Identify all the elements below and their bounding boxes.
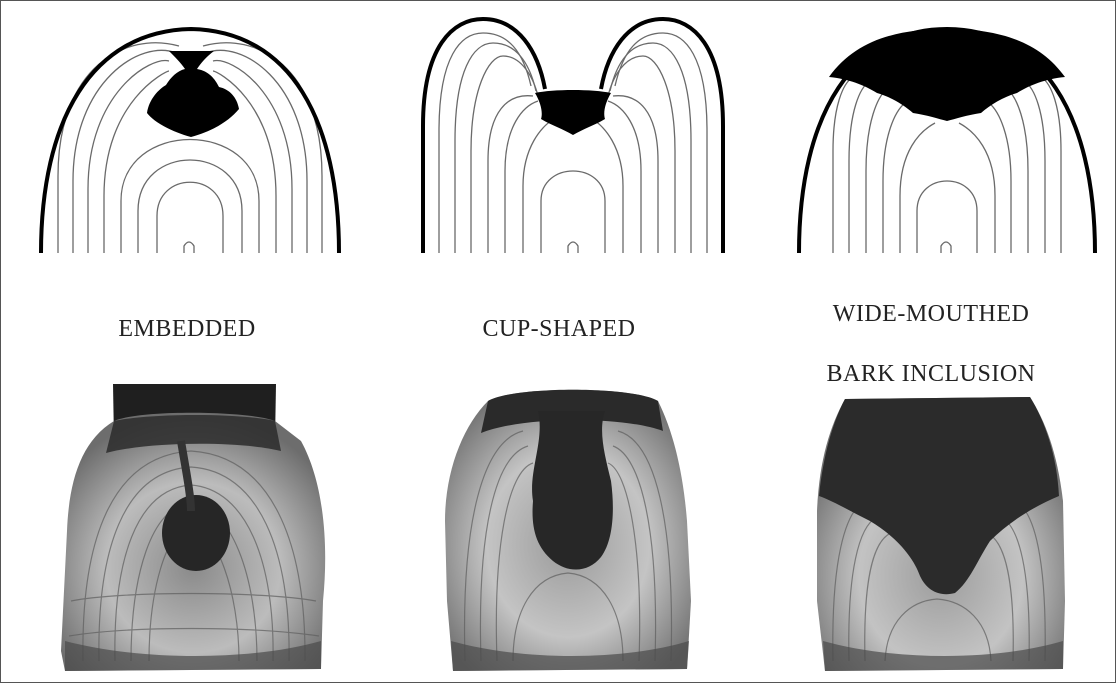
panel-wide-mouthed: WIDE-MOUTHED BARK INCLUSION bbox=[745, 1, 1116, 684]
cup-shaped-photo bbox=[373, 1, 745, 684]
panel-embedded: EMBEDDED bbox=[1, 1, 373, 684]
panel-cup-shaped: CUP-SHAPED bbox=[373, 1, 745, 684]
wide-mouthed-photo bbox=[745, 1, 1116, 684]
embedded-photo bbox=[1, 1, 373, 684]
